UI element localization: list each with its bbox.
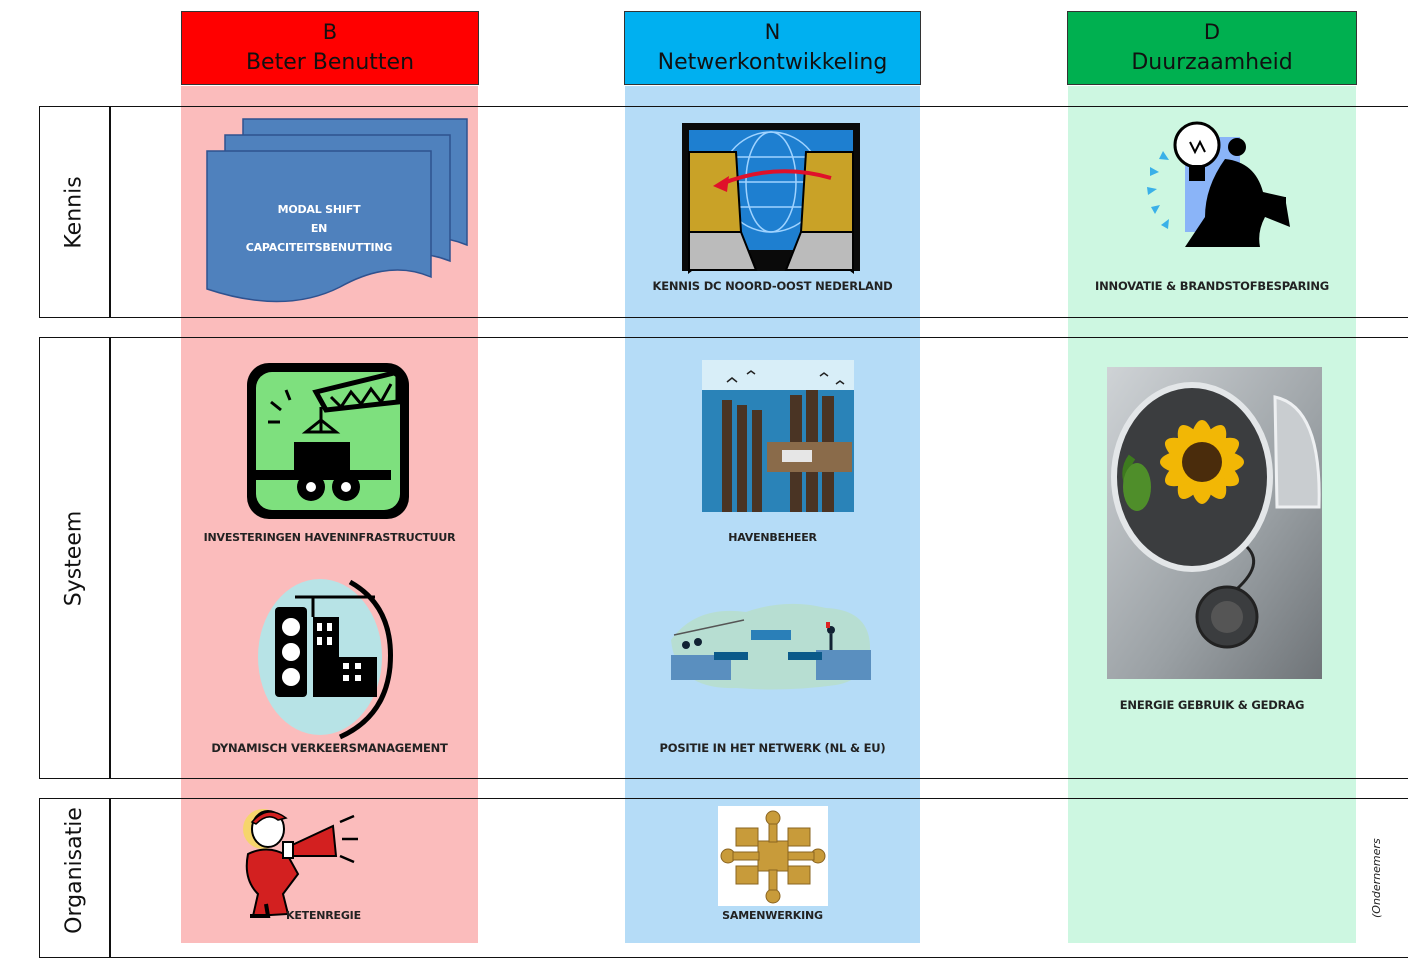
row-label-systeem: Systeem <box>39 337 109 779</box>
row-organisatie-divider <box>109 798 111 958</box>
modal-shift-text: MODAL SHIFT EN CAPACITEITSBENUTTING <box>210 200 428 257</box>
column-letter: D <box>1203 20 1221 44</box>
column-letter: N <box>764 20 781 44</box>
bridge-network-people-image <box>671 603 871 690</box>
column-header-b: B Beter Benutten <box>181 11 479 85</box>
person-megaphone-icon <box>243 809 358 918</box>
stacked-documents-icon <box>206 118 468 303</box>
modal-shift-line2: EN <box>310 222 328 235</box>
sunflower-fuel-cap-image <box>1107 367 1322 679</box>
row-label-organisatie: Organisatie <box>39 798 109 943</box>
investeringen-caption: INVESTERINGEN HAVENINFRASTRUCTUUR <box>203 531 456 544</box>
column-title: Netwerkontwikkeling <box>657 50 888 75</box>
column-title: Beter Benutten <box>245 50 415 75</box>
kennis-dc-caption: KENNIS DC NOORD-OOST NEDERLAND <box>652 279 893 293</box>
positie-caption: POSITIE IN HET NETWERK (NL & EU) <box>659 741 886 755</box>
modal-shift-line3: CAPACITEITSBENUTTING <box>245 241 393 254</box>
people-puzzle-cooperation-image <box>718 806 828 906</box>
businessman-lightbulb-icon <box>1147 121 1290 247</box>
column-header-d: D Duurzaamheid <box>1067 11 1357 85</box>
row-label-kennis: Kennis <box>39 106 109 318</box>
row-systeem-box <box>39 337 1408 779</box>
ketenregie-caption: KETENREGIE <box>286 909 361 922</box>
row-label-text: Organisatie <box>61 807 87 934</box>
dynamisch-caption: DYNAMISCH VERKEERSMANAGEMENT <box>211 741 448 755</box>
row-label-text: Kennis <box>61 175 87 249</box>
modal-shift-line1: MODAL SHIFT <box>277 203 361 216</box>
traffic-light-city-icon <box>258 579 393 740</box>
networked-computers-globe-icon <box>682 123 860 275</box>
column-letter: B <box>322 20 338 44</box>
column-header-n: N Netwerkontwikkeling <box>624 11 921 85</box>
havenbeheer-caption: HAVENBEHEER <box>728 531 817 544</box>
row-label-text: Systeem <box>61 510 87 606</box>
row-kennis-box <box>39 106 1408 318</box>
row-kennis-divider <box>109 106 111 318</box>
side-note-organisatie: (Ondernemers <box>1370 838 1383 918</box>
row-systeem-divider <box>109 337 111 779</box>
samenwerking-caption: SAMENWERKING <box>722 909 823 922</box>
column-title: Duurzaamheid <box>1131 50 1293 75</box>
energie-caption: ENERGIE GEBRUIK & GEDRAG <box>1119 698 1305 712</box>
crane-truck-icon <box>247 363 409 519</box>
innovatie-caption: INNOVATIE & BRANDSTOFBESPARING <box>1095 279 1329 293</box>
harbor-pier-birds-image <box>702 360 854 512</box>
